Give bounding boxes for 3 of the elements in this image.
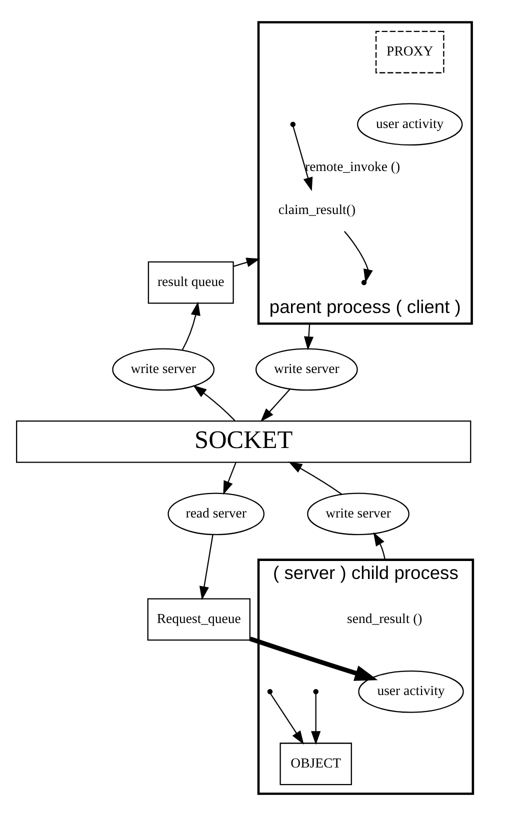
node-text: claim_result(): [278, 202, 356, 217]
node-text: send_result (): [346, 610, 422, 626]
edge-label: remote_invoke (): [304, 158, 400, 174]
